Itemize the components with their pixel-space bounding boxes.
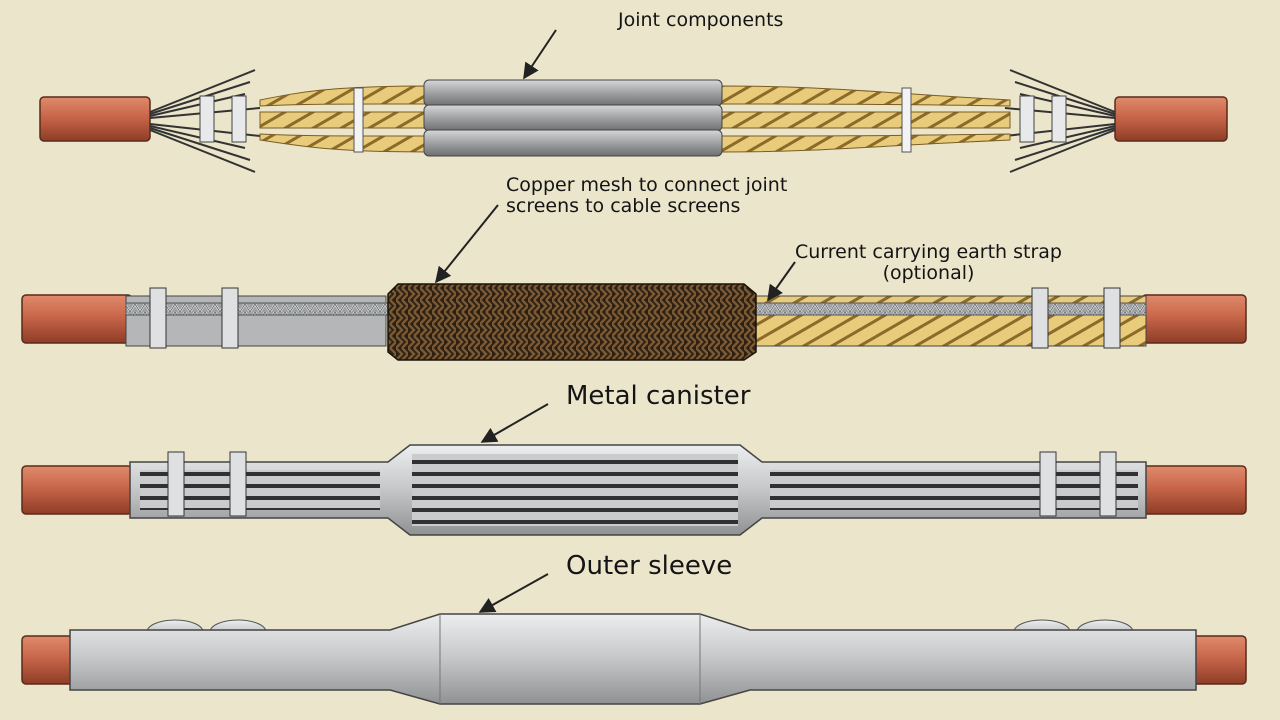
label-joint-components: Joint components [618,9,784,31]
arrow-outer-sleeve [478,573,549,613]
cable-end-left [39,96,151,142]
joint-components-row [39,69,1228,173]
clamp [231,95,247,143]
clamp [1019,95,1035,143]
cable-end-right [1114,96,1228,142]
copper-mesh [387,283,757,361]
tape-wrapped-cores-right [721,85,1011,153]
clamp [1051,95,1067,143]
cable-end-right [1141,294,1247,344]
leader-arrows [434,29,796,613]
arrow-copper-mesh [434,204,499,284]
label-copper-mesh: Copper mesh to connect joint screens to … [506,174,788,218]
cable-end-left [21,465,133,515]
label-outer-sleeve: Outer sleeve [566,551,733,581]
arrow-joint-components [523,29,557,80]
label-earth-strap: Current carrying earth strap (optional) [795,241,1062,285]
tape-wrapped-cores-left [259,85,429,153]
cable-end-right [1141,465,1247,515]
canister-slots-right [770,470,1138,510]
arrow-metal-canister [480,403,549,443]
hose-clamps [167,451,1117,517]
splayed-wires-right [1004,69,1116,173]
joint-body-2 [423,104,723,132]
label-metal-canister: Metal canister [566,381,751,411]
joint-body-3 [423,129,723,157]
joint-body-1 [423,79,723,107]
hose-clamps [149,287,1121,349]
outer-sleeve-row [21,613,1247,705]
clamp [199,95,215,143]
arrow-earth-strap [767,261,796,302]
cable-end-left [21,294,133,344]
canister-slots-center [412,454,738,526]
cable-end-right [1189,635,1247,685]
metal-canister-row [21,444,1247,536]
copper-mesh-row [21,283,1247,361]
splayed-wires-left [149,69,261,173]
